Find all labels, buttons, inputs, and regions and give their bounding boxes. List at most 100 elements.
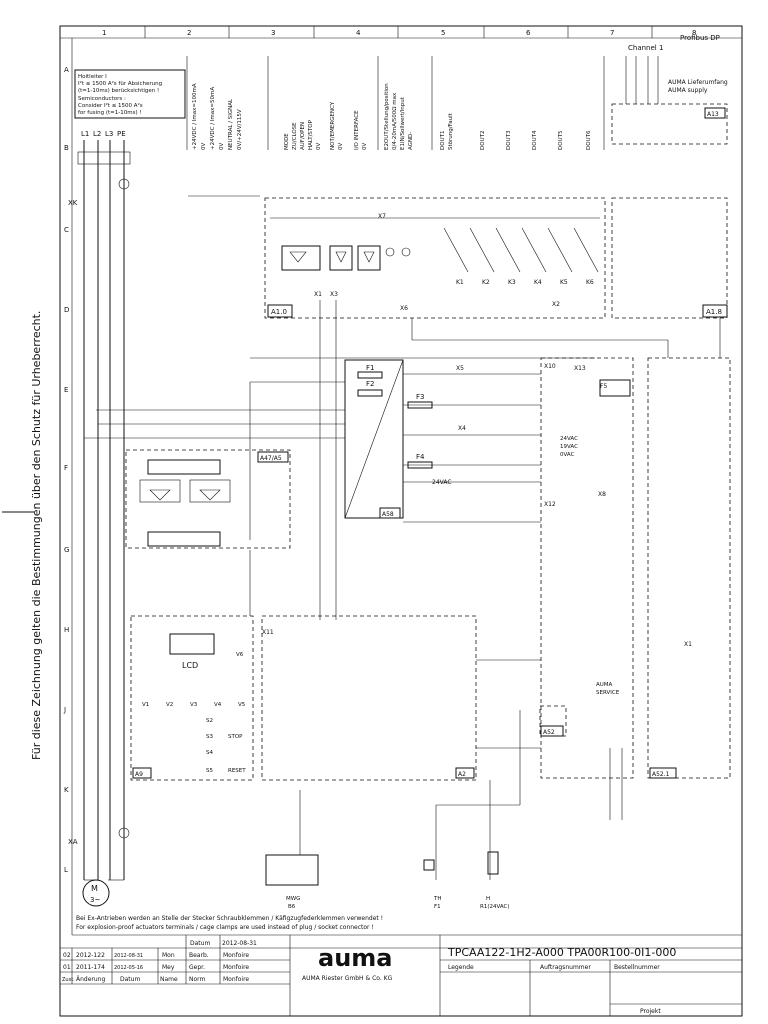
svg-text:HALT/STOP: HALT/STOP (308, 119, 314, 150)
svg-text:K3: K3 (508, 279, 516, 286)
svg-text:S3: S3 (206, 734, 213, 740)
svg-text:Auftragsnummer: Auftragsnummer (540, 964, 591, 971)
svg-text:X3: X3 (330, 291, 338, 298)
copyright-note: Für diese Zeichnung gelten die Bestimmun… (30, 311, 43, 760)
svg-text:MWG: MWG (286, 896, 300, 902)
svg-text:0VAC: 0VAC (560, 452, 575, 458)
fuse-note-box (74, 69, 186, 119)
svg-text:A52: A52 (543, 729, 555, 736)
svg-text:Änderung: Änderung (76, 976, 105, 983)
svg-text:X5: X5 (456, 365, 464, 372)
drawing-number: TPCAA122-1H2-A000 TPA00R100-0I1-000 (447, 946, 676, 959)
svg-text:LCD: LCD (182, 661, 198, 670)
svg-text:K4: K4 (534, 279, 542, 286)
drawing-frame (59, 25, 743, 1017)
svg-text:K6: K6 (586, 279, 594, 286)
auma-logo: auma (318, 944, 392, 972)
svg-text:L3: L3 (105, 130, 113, 138)
svg-text:V6: V6 (236, 652, 244, 658)
svg-text:K: K (64, 786, 69, 794)
svg-text:H: H (486, 896, 490, 902)
ex-note-en: For explosion-proof actuators terminals … (76, 924, 374, 931)
fuse-icon (357, 371, 383, 379)
svg-text:F4: F4 (416, 453, 425, 461)
svg-text:F1: F1 (434, 904, 441, 910)
svg-text:Consider I²t ≤ 1500 A²s: Consider I²t ≤ 1500 A²s (78, 102, 143, 109)
svg-text:Gepr.: Gepr. (189, 964, 205, 971)
fuse-icon (357, 389, 383, 397)
optocouplers (281, 245, 411, 271)
column-label: 6 (526, 29, 531, 37)
svg-text:V5: V5 (238, 702, 246, 708)
svg-text:X1: X1 (684, 641, 692, 648)
svg-text:M: M (91, 884, 98, 893)
svg-text:Hoitleiter I: Hoitleiter I (78, 74, 107, 80)
svg-text:F5: F5 (600, 383, 607, 390)
svg-text:K1: K1 (456, 279, 464, 286)
channel-label: Channel 1 (628, 44, 663, 52)
svg-text:S2: S2 (206, 718, 213, 724)
svg-text:C: C (64, 226, 69, 234)
power-input: L1 L2 L3 PE XK XA (68, 130, 131, 880)
svg-text:Störung/Fault: Störung/Fault (448, 112, 454, 150)
svg-text:X8: X8 (598, 491, 606, 498)
svg-text:Mey: Mey (162, 964, 175, 971)
svg-text:A58: A58 (382, 511, 394, 518)
svg-text:X7: X7 (378, 213, 386, 220)
svg-text:Projekt: Projekt (640, 1008, 661, 1015)
ex-note-de: Bei Ex-Antrieben werden an Stelle der St… (76, 915, 383, 922)
svg-text:DOUT3: DOUT3 (506, 130, 512, 150)
svg-text:X13: X13 (574, 365, 586, 372)
svg-text:B6: B6 (288, 904, 296, 910)
svg-text:A52.1: A52.1 (652, 771, 670, 778)
svg-text:0V: 0V (201, 143, 207, 150)
svg-text:K2: K2 (482, 279, 490, 286)
svg-text:V4: V4 (214, 702, 222, 708)
svg-text:Monfoire: Monfoire (223, 976, 249, 983)
block-main-right (540, 357, 634, 779)
block-a10 (264, 197, 606, 319)
svg-text:0/4-20mA/500Ω max: 0/4-20mA/500Ω max (392, 92, 398, 150)
svg-text:L2: L2 (93, 130, 101, 138)
profibus-label: Profibus DP (680, 34, 720, 42)
block-a4745 (125, 449, 291, 549)
heater-icon (487, 851, 499, 875)
svg-text:02: 02 (63, 952, 71, 959)
svg-text:X12: X12 (544, 501, 556, 508)
svg-text:Semiconductors :: Semiconductors : (78, 96, 126, 102)
svg-text:X4: X4 (458, 425, 466, 432)
svg-text:I/O INTERFACE: I/O INTERFACE (354, 110, 360, 150)
svg-text:2011-174: 2011-174 (76, 964, 105, 971)
wiring (84, 300, 721, 881)
svg-text:A1.0: A1.0 (271, 308, 287, 316)
svg-text:A13: A13 (707, 111, 719, 118)
column-label: 1 (102, 29, 106, 37)
terminal-row (188, 195, 600, 219)
svg-text:3~: 3~ (90, 896, 100, 904)
svg-text:2012-08-31: 2012-08-31 (222, 940, 257, 947)
svg-text:Bearb.: Bearb. (189, 952, 209, 959)
block-a2 (261, 615, 477, 781)
svg-text:X10: X10 (544, 363, 556, 370)
svg-text:AUF/OPEN: AUF/OPEN (300, 122, 306, 150)
svg-text:+24VDC / Imax=50mA: +24VDC / Imax=50mA (210, 87, 216, 150)
svg-text:V1: V1 (142, 702, 149, 708)
svg-text:I²t ≤ 1500 A²s für Absicherung: I²t ≤ 1500 A²s für Absicherung (78, 80, 162, 87)
block-a18 (611, 197, 728, 319)
title-block: Datum 2012-08-31 02 2012-122 2012-08-31 … (60, 935, 742, 1016)
svg-text:AUMA Riester GmbH & Co. KG: AUMA Riester GmbH & Co. KG (302, 975, 393, 982)
svg-text:+24VDC / Imax=100mA: +24VDC / Imax=100mA (192, 83, 198, 150)
svg-text:AUMA supply: AUMA supply (668, 87, 708, 94)
svg-text:SERVICE: SERVICE (596, 690, 620, 696)
column-ruler: 1 2 3 4 5 6 7 8 (102, 26, 696, 38)
svg-text:X6: X6 (400, 305, 408, 312)
svg-text:AGND-: AGND- (408, 132, 414, 150)
function-labels: +24VDC / Imax=100mA 0V +24VDC / Imax=50m… (192, 83, 592, 150)
svg-text:K5: K5 (560, 279, 568, 286)
connector-labels: X1 X2 X3 X4 X5 X6 X7 X8 X10 X11 X12 X13 … (262, 213, 692, 648)
svg-text:Monfoire: Monfoire (223, 964, 249, 971)
ground-icon (118, 178, 130, 190)
terminal-xa-label: XA (68, 838, 78, 846)
svg-text:A: A (64, 66, 69, 74)
svg-text:DOUT6: DOUT6 (586, 130, 592, 150)
